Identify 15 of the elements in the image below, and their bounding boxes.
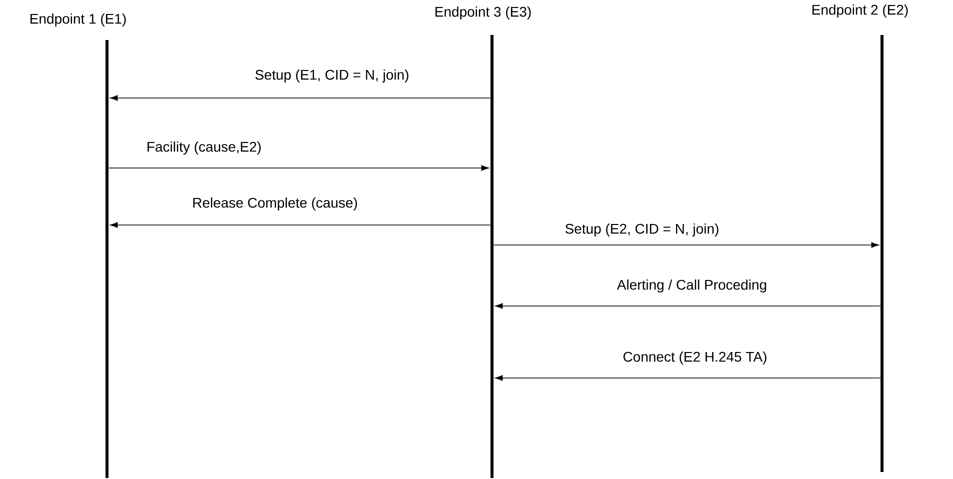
participant-label: Endpoint 3 (E3) — [436, 6, 531, 20]
message-arrow — [110, 95, 491, 101]
message-label: Setup (E2, CID = N, join) — [565, 223, 718, 237]
message-label: Setup (E1, CID = N, join) — [255, 69, 408, 83]
message-label: Release Complete (cause) — [193, 197, 357, 211]
message-arrow — [110, 222, 491, 228]
message-label: Facility (cause,E2) — [148, 141, 261, 155]
message-arrow — [493, 242, 879, 248]
message-arrow — [495, 303, 881, 309]
participant-label: Endpoint 1 (E1) — [30, 13, 126, 27]
message-label: Alerting / Call Proceding — [616, 279, 766, 293]
participant-label: Endpoint 2 (E2) — [812, 4, 908, 18]
message-label: Connect (E2 H.245 TA) — [623, 351, 766, 365]
message-arrow — [108, 165, 489, 171]
message-arrow — [495, 375, 881, 381]
